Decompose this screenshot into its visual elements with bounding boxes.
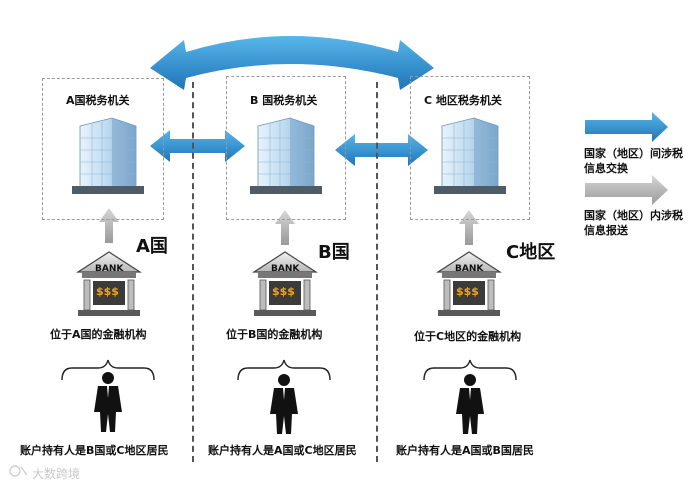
tax-building-icon-c <box>434 117 506 194</box>
institution-label-a: 位于A国的金融机构 <box>50 328 147 341</box>
tax-building-icon-a <box>72 117 144 194</box>
person-icon-a <box>94 372 122 432</box>
tax-authority-box-a <box>42 78 164 220</box>
arc-exchange-arrow <box>150 36 434 90</box>
column-divider-2 <box>376 82 378 462</box>
resident-label-c: 账户持有人是A国或B国居民 <box>396 444 534 457</box>
institution-label-c: 位于C地区的金融机构 <box>414 330 522 343</box>
bank-money-c: $$$ <box>456 285 479 298</box>
tax-building-icon-b <box>250 117 322 194</box>
legend-exchange-label: 国家（地区）间涉税信息交换 <box>584 147 683 175</box>
report-arrow-a <box>99 208 119 243</box>
legend-exchange-arrow <box>585 112 668 142</box>
tax-authority-title-a: A国税务机关 <box>66 94 130 107</box>
bank-money-b: $$$ <box>272 285 295 298</box>
tax-authority-box-c <box>410 76 530 220</box>
country-label-a: A国 <box>136 236 168 257</box>
brace-c <box>423 359 517 381</box>
legend-reporting-arrow <box>585 175 668 205</box>
exchange-arrow-a-b <box>150 130 245 162</box>
tax-authority-title-c: C 地区税务机关 <box>424 94 502 107</box>
bank-sign-a: BANK <box>95 264 124 274</box>
bank-sign-b: BANK <box>271 264 300 274</box>
person-icon-b <box>270 374 298 434</box>
watermark-logo-icon <box>9 465 28 477</box>
legend-reporting-label: 国家（地区）内涉税信息报送 <box>584 209 683 237</box>
bank-money-a: $$$ <box>96 285 119 298</box>
resident-label-a: 账户持有人是B国或C地区居民 <box>20 444 169 457</box>
country-label-c: C地区 <box>506 242 556 263</box>
person-icon-c <box>456 374 484 434</box>
report-arrow-c <box>459 210 479 245</box>
bank-icon-b <box>251 251 319 316</box>
exchange-arrow-b-c <box>335 134 428 166</box>
tax-authority-title-b: B 国税务机关 <box>250 94 318 107</box>
watermark-text: 大数跨境 <box>32 467 81 481</box>
bank-icon-a <box>75 251 143 316</box>
brace-a <box>61 359 155 381</box>
bank-icon-c <box>435 251 503 316</box>
country-label-b: B国 <box>318 242 350 263</box>
resident-label-b: 账户持有人是A国或C地区居民 <box>208 444 357 457</box>
brace-b <box>237 359 331 381</box>
tax-authority-box-b <box>226 76 346 220</box>
institution-label-b: 位于B国的金融机构 <box>226 328 323 341</box>
bank-sign-c: BANK <box>455 264 484 274</box>
report-arrow-b <box>275 210 295 245</box>
column-divider-1 <box>192 82 194 462</box>
